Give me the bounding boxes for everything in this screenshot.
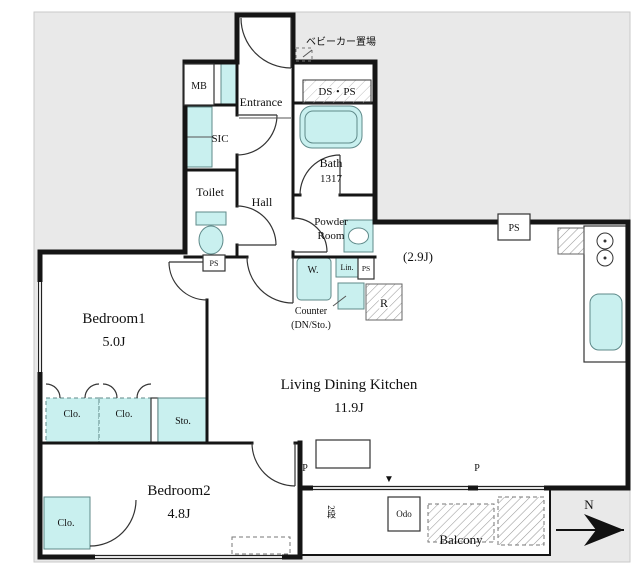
ldk-window1 [313,485,468,491]
balcony-label: Balcony [439,532,483,547]
counter-storage [337,282,365,310]
sic-door [236,114,278,156]
ldk-label: Living Dining Kitchen [281,377,418,393]
hall-ldk-door [246,256,294,304]
closet3-box [43,496,91,550]
water-heater-label: Odo [396,509,412,519]
entrance-porch-area [237,15,293,62]
powder-door [292,217,328,253]
bedroom1-door [168,261,208,301]
powder-room-label-1: Powder [314,216,348,228]
ldk-window1-gap [313,485,468,491]
bedroom1-label: Bedroom1 [82,311,145,327]
balcony-hatch2 [497,496,545,546]
ldk-counter [315,439,371,469]
powder-room-label-2: Room [318,230,345,242]
exterior-walls [37,12,631,560]
pipe-space-hall-box [202,254,226,272]
hall-label: Hall [252,195,273,209]
refrigerator-label: R [380,296,388,310]
sic-label: SIC [211,133,228,145]
closet3-label: Clo. [58,518,75,529]
toilet-label: Toilet [196,185,224,199]
balcony-note-label: 2段 [326,505,336,519]
stove-burner-1-dot [603,239,607,243]
ldk-window2-gap [478,485,544,491]
bedroom2-size-label: 4.8J [168,507,192,522]
stove-burner-2-dot [603,256,607,260]
bedroom2-label: Bedroom2 [147,483,210,499]
north-label: N [584,497,594,512]
compass: N [556,497,624,546]
bedroom2-window [95,554,282,560]
bedroom1-window-gap [37,282,43,372]
kitchen-size-label: (2.9J) [403,249,433,264]
fixtures [43,63,627,555]
north-arrow-icon [584,514,624,546]
kitchen-hatch [557,227,585,255]
closet3-door [89,499,137,547]
pillar-left-label: P [302,463,308,474]
bathtub [299,105,363,149]
closet2-label: Clo. [116,409,133,420]
pillar-right-label: P [474,463,480,474]
bedroom2-door [251,442,296,487]
windows [37,282,544,560]
toilet-bowl [198,225,224,255]
pipe-space-top-label: PS [508,223,519,234]
balcony-rail [299,487,551,556]
closet1-label: Clo. [64,409,81,420]
labels: ベビーカー置場 MB Entrance DS・PS SIC Bath 1317 … [58,35,520,547]
counter-label-1: Counter [295,306,328,317]
meter-box [183,63,215,106]
bath-door [299,154,341,196]
closet2-box [98,397,152,444]
stove-burner-2 [596,249,614,267]
bedroom1-size-label: 5.0J [103,335,127,350]
pipe-space-center-label: PS [362,264,370,273]
bath-label: Bath [320,156,343,170]
balcony-hatch1 [427,503,495,543]
entrance-door [240,17,292,69]
storage-label: Sto. [175,416,191,427]
pipe-space-top-box [497,213,531,241]
bath-size-label: 1317 [320,173,343,185]
bedroom1-window [37,282,43,372]
ldk-size-label: 11.9J [334,401,364,416]
meter-box-label: MB [191,81,207,92]
ds-ps-label: DS・PS [318,86,355,98]
closet-pillar [150,397,159,444]
closet1-box [45,397,100,444]
shoe-cabinet [220,63,238,107]
water-heater-box [387,496,421,532]
toilet-tank [195,211,227,226]
washer-label: W. [307,265,318,276]
bedroom2-window-gap [95,554,282,560]
ds-ps-box [302,79,372,104]
stove-burner-1 [596,232,614,250]
pipe-space-hall-label: PS [210,259,219,268]
ldk-window2 [478,485,544,491]
stroller-leader-line [302,49,313,58]
service-boxes [183,47,545,546]
entrance-label: Entrance [240,95,283,109]
entry-marker: ▼ [384,474,394,485]
washbasin [348,227,369,245]
closet-bifold-doors [45,383,152,399]
bathtub-inner [304,110,358,144]
toilet-door [236,205,277,246]
linen-label: Lin. [340,263,353,272]
counter-leader-line [332,295,347,307]
stroller-space-box [295,47,313,62]
door-arcs [45,17,341,547]
stroller-area-label: ベビーカー置場 [306,35,376,48]
kitchen-sink [589,293,623,351]
refrigerator-space [365,283,403,321]
bedroom2-dashed-area [231,536,291,555]
counter-label-2: (DN/Sto.) [291,320,331,331]
